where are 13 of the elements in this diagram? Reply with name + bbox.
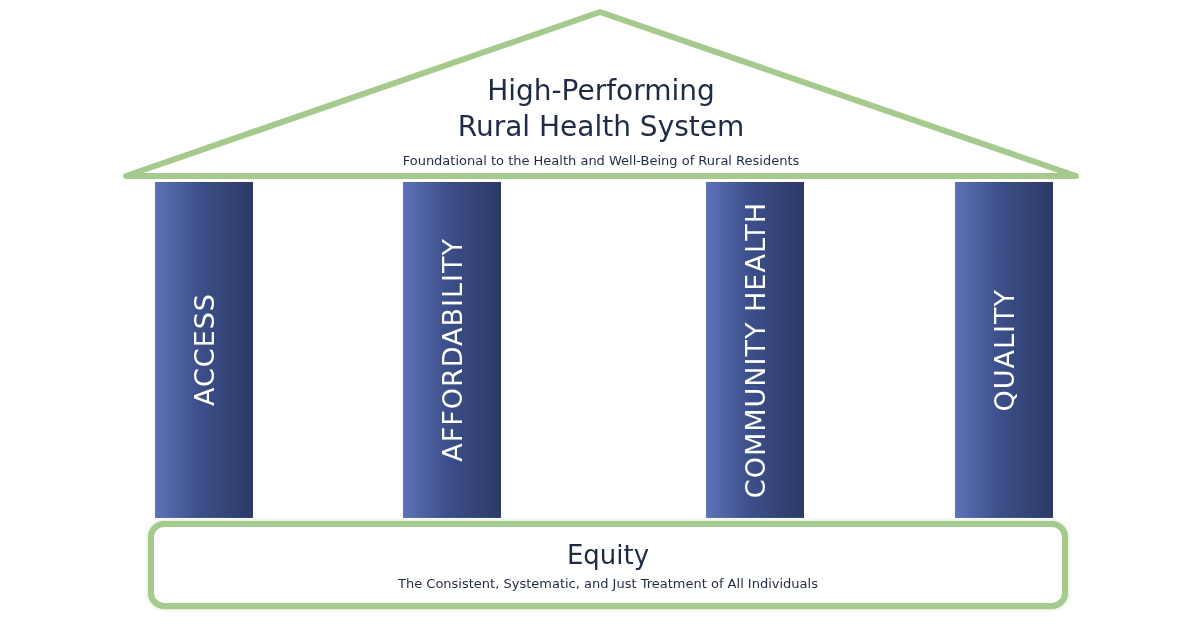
pillar (155, 182, 253, 518)
foundation-subtitle: The Consistent, Systematic, and Just Treatment of All Individuals (398, 575, 818, 591)
pillar (706, 182, 804, 518)
pillar-label: AFFORDABILITY (436, 238, 468, 462)
foundation-title: Equity (566, 539, 650, 570)
pillar-label: COMMUNITY HEALTH (739, 201, 771, 499)
pillar-label: QUALITY (988, 288, 1020, 412)
pillar (955, 182, 1053, 518)
roof-subtitle: Foundational to the Health and Well-Being of Rural Residents (402, 153, 800, 168)
pillar (403, 182, 501, 518)
roof-title: High-Performing Rural Health System (456, 73, 746, 145)
pillar-label: ACCESS (188, 293, 220, 407)
foundation-box (148, 521, 1068, 609)
